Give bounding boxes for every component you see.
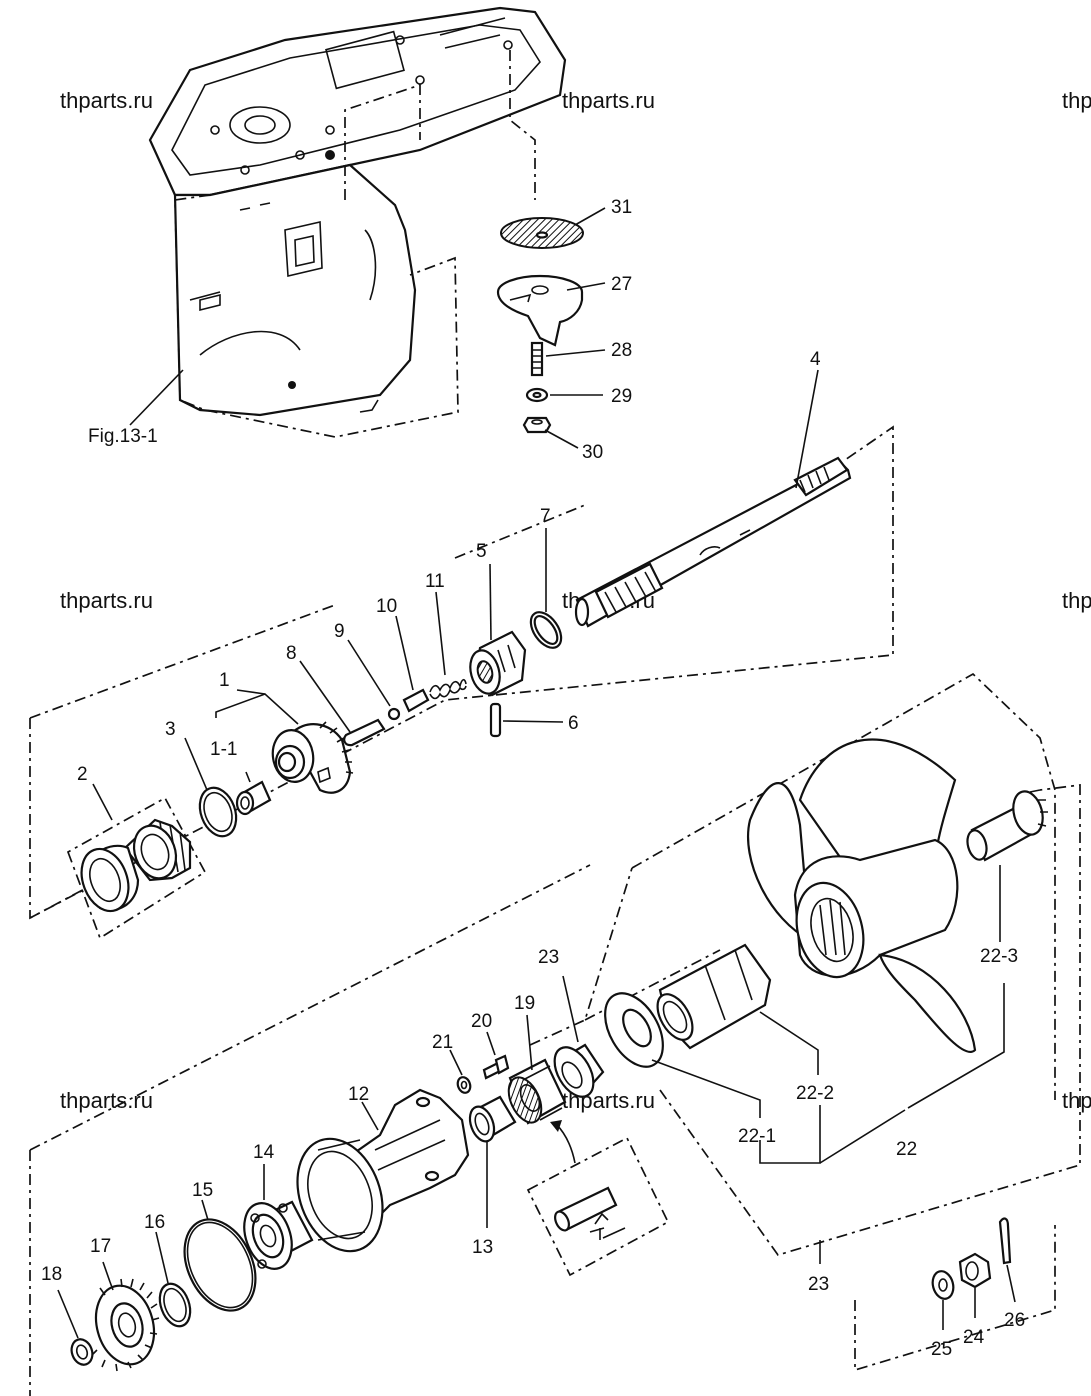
part-10-slider: [402, 688, 430, 713]
inset-detail: [554, 1186, 626, 1240]
label-19: 19: [514, 993, 535, 1014]
label-27: 27: [611, 274, 632, 295]
watermark: thparts.ru: [1062, 88, 1091, 113]
label-22-1: 22-1: [738, 1126, 776, 1147]
part-4-propeller-shaft: [574, 456, 852, 628]
part-1-forward-gear: [271, 721, 354, 794]
watermark: thparts.ru: [60, 1088, 153, 1113]
label-6: 6: [568, 713, 579, 734]
label-4: 4: [810, 349, 821, 370]
part-16-shim: [158, 1282, 192, 1328]
label-10: 10: [376, 596, 397, 617]
label-22-3: 22-3: [980, 946, 1018, 967]
fig-reference-label: Fig.13-1: [88, 426, 158, 447]
label-24: 24: [963, 1327, 985, 1348]
part-22-2-sleeve: [656, 943, 772, 1050]
label-25: 25: [931, 1339, 952, 1360]
part-31-washer: [500, 217, 584, 249]
label-31: 31: [611, 197, 632, 218]
label-22: 22: [896, 1139, 917, 1160]
label-18: 18: [41, 1264, 62, 1285]
label-23-lower: 23: [808, 1274, 829, 1295]
watermark: thparts.ru: [60, 88, 153, 113]
label-17: 17: [90, 1236, 111, 1257]
part-26-cotter-pin: [998, 1217, 1012, 1265]
label-12: 12: [348, 1084, 369, 1105]
label-26: 26: [1004, 1310, 1025, 1331]
label-9: 9: [334, 621, 345, 642]
label-5: 5: [476, 541, 487, 562]
part-19-oil-seal: [507, 1058, 567, 1125]
part-25-washer: [931, 1270, 955, 1300]
part-30-nut: [522, 416, 552, 434]
watermark: thparts.ru: [1062, 588, 1091, 613]
part-29-washer: [525, 387, 549, 403]
label-11: 11: [425, 571, 445, 592]
label-1-1: 1-1: [210, 739, 237, 760]
label-2: 2: [77, 764, 88, 785]
part-5-clutch: [469, 630, 527, 697]
part-28-stud: [530, 341, 544, 377]
part-9-ball: [387, 707, 401, 721]
part-8-plunger: [343, 718, 386, 747]
part-18-washer: [70, 1338, 94, 1366]
label-21: 21: [432, 1032, 453, 1053]
watermark: thparts.ru: [60, 588, 153, 613]
label-30: 30: [582, 442, 603, 463]
part-20-bolt: [482, 1054, 510, 1080]
part-15-o-ring: [183, 1218, 257, 1312]
label-13: 13: [472, 1237, 493, 1258]
label-23-upper: 23: [538, 947, 559, 968]
part-14-ball-bearing: [243, 1200, 314, 1270]
label-16: 16: [144, 1212, 165, 1233]
part-11-spring: [429, 678, 467, 700]
part-6-pin: [489, 702, 502, 738]
label-1: 1: [219, 670, 230, 691]
label-3: 3: [165, 719, 176, 740]
part-27-anode-plate: [496, 274, 584, 347]
watermark: thparts.ru: [1062, 1088, 1091, 1113]
part-24-nut: [958, 1252, 992, 1289]
part-23-spacer: [553, 1043, 605, 1098]
part-2-taper-bearing: [80, 818, 192, 913]
watermark: thparts.ru: [562, 88, 655, 113]
label-20: 20: [471, 1011, 492, 1032]
part-7-ring: [529, 611, 563, 649]
part-1-1-bearing: [235, 780, 272, 816]
gear-case: [148, 6, 567, 438]
part-17-reverse-gear: [91, 1278, 160, 1372]
label-8: 8: [286, 643, 297, 664]
label-14: 14: [253, 1142, 275, 1163]
part-13-bearing: [468, 1095, 517, 1143]
label-7: 7: [540, 506, 551, 527]
part-12-housing: [296, 1088, 470, 1253]
part-3-shim: [198, 786, 238, 838]
label-28: 28: [611, 340, 632, 361]
part-22-3-bushing: [966, 789, 1048, 862]
part-22-1-thrust-washer: [604, 992, 664, 1068]
label-29: 29: [611, 386, 632, 407]
part-22-propeller: [747, 738, 977, 1053]
part-21-washer: [456, 1076, 472, 1094]
label-22-2: 22-2: [796, 1083, 834, 1104]
label-15: 15: [192, 1180, 213, 1201]
